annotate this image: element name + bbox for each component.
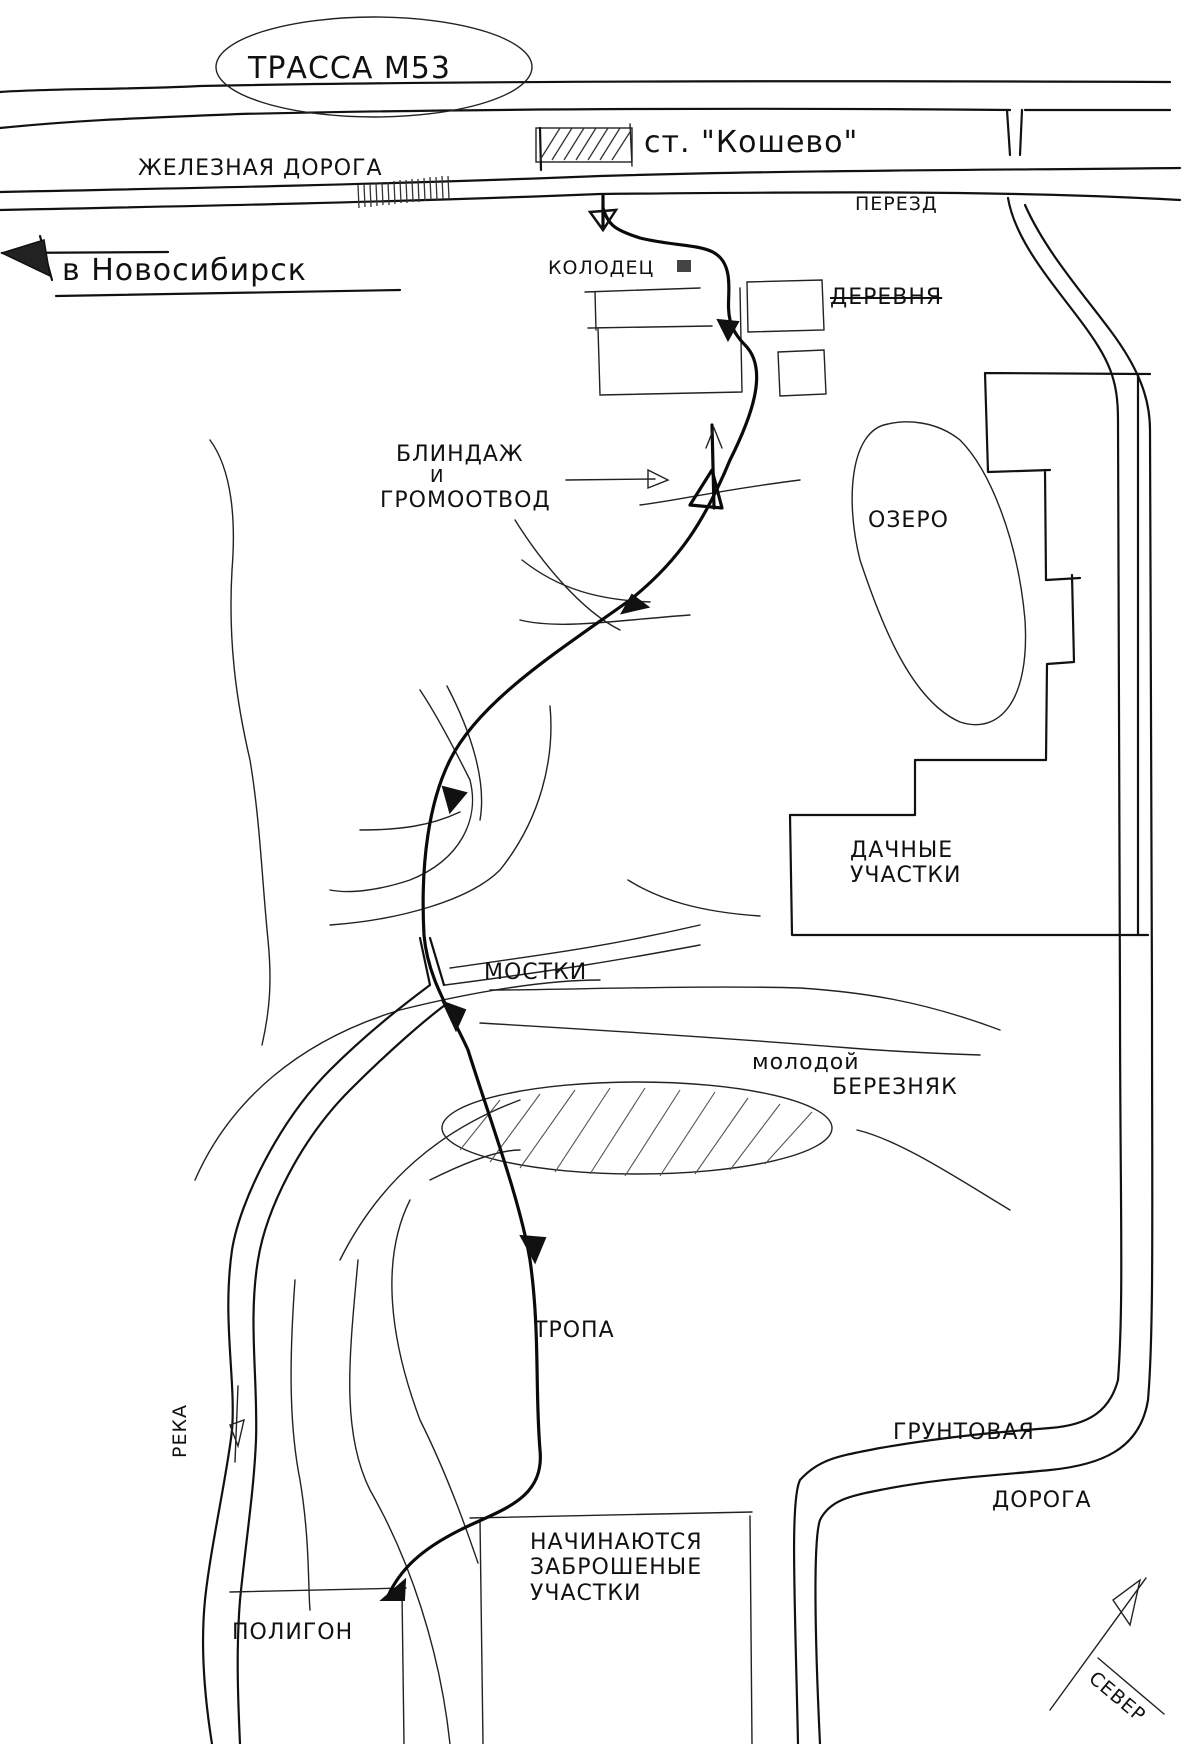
highway-m53 bbox=[0, 16, 1172, 130]
polygon-label: полигон bbox=[232, 1620, 354, 1645]
path-label: тропа bbox=[534, 1318, 615, 1343]
polygon-boundary bbox=[229, 1587, 407, 1744]
route-line bbox=[386, 206, 759, 1598]
dugouts-label-line1: блиндаж bbox=[396, 442, 524, 467]
dachas-label-line2: участки bbox=[850, 863, 962, 889]
dachas-label: дачные участки bbox=[850, 838, 961, 889]
dachas-label-line1: дачные bbox=[850, 838, 954, 863]
bridge bbox=[418, 936, 446, 987]
crossing-road-left bbox=[1005, 108, 1012, 157]
lake bbox=[851, 421, 1027, 726]
to-city-label: в Новосибирск bbox=[62, 253, 307, 288]
route-arrow-icon bbox=[379, 318, 740, 1601]
dirt-road bbox=[792, 196, 1154, 1744]
station-label: ст. "Кошево" bbox=[644, 125, 859, 160]
lightning-rod-icon bbox=[688, 423, 724, 510]
abandoned-plots-label-line2: заброшеные bbox=[530, 1555, 703, 1581]
birch-grove bbox=[441, 1081, 833, 1177]
well-label: колодец bbox=[548, 257, 655, 279]
well-icon bbox=[677, 260, 691, 272]
abandoned-plots-label-line3: участки bbox=[530, 1580, 642, 1606]
dugouts-label: блиндаж и громоотвод bbox=[380, 442, 620, 513]
railway-ties bbox=[357, 175, 450, 209]
birch-grove-label-line2: березняк bbox=[832, 1075, 958, 1101]
crossing-label: перезд bbox=[855, 193, 938, 215]
station-building bbox=[535, 123, 633, 172]
dacha-plots-boundary bbox=[788, 371, 1152, 937]
dirt-road-label-line2: дорога bbox=[992, 1488, 1092, 1513]
abandoned-plots-boundary bbox=[469, 1511, 753, 1744]
river-label: река bbox=[169, 1404, 191, 1458]
direction-flag-icon bbox=[0, 234, 170, 282]
village-houses bbox=[584, 260, 827, 397]
pointer-arrow-icon bbox=[565, 468, 670, 490]
bridge-label: мостки bbox=[484, 960, 588, 985]
abandoned-plots-label-line1: начинаются bbox=[530, 1530, 703, 1555]
start-marker-icon bbox=[587, 194, 619, 233]
dugouts-label-line2: и bbox=[430, 466, 445, 488]
dugouts-label-line3: громоотвод bbox=[380, 487, 551, 513]
crossing-road-right bbox=[1018, 108, 1024, 157]
highway-label: трасса М53 bbox=[248, 51, 451, 86]
lake-label: озеро bbox=[868, 508, 949, 533]
abandoned-plots-label: начинаются заброшеные участки bbox=[530, 1530, 703, 1606]
forest-edge bbox=[290, 1279, 311, 1611]
river bbox=[201, 924, 701, 1744]
river-flow-arrow-icon bbox=[229, 1385, 245, 1463]
railway-label: железная дорога bbox=[138, 156, 383, 181]
highway-label-ellipse bbox=[215, 16, 533, 118]
dirt-road-label-line1: грунтовая bbox=[893, 1420, 1035, 1445]
railway bbox=[0, 166, 1182, 212]
to-city-underline bbox=[54, 288, 402, 298]
birch-grove-label: молодой березняк bbox=[752, 1050, 958, 1101]
village-label: деревня bbox=[830, 285, 943, 310]
birch-grove-label-line1: молодой bbox=[752, 1050, 860, 1075]
north-arrow-icon bbox=[1049, 1577, 1165, 1715]
